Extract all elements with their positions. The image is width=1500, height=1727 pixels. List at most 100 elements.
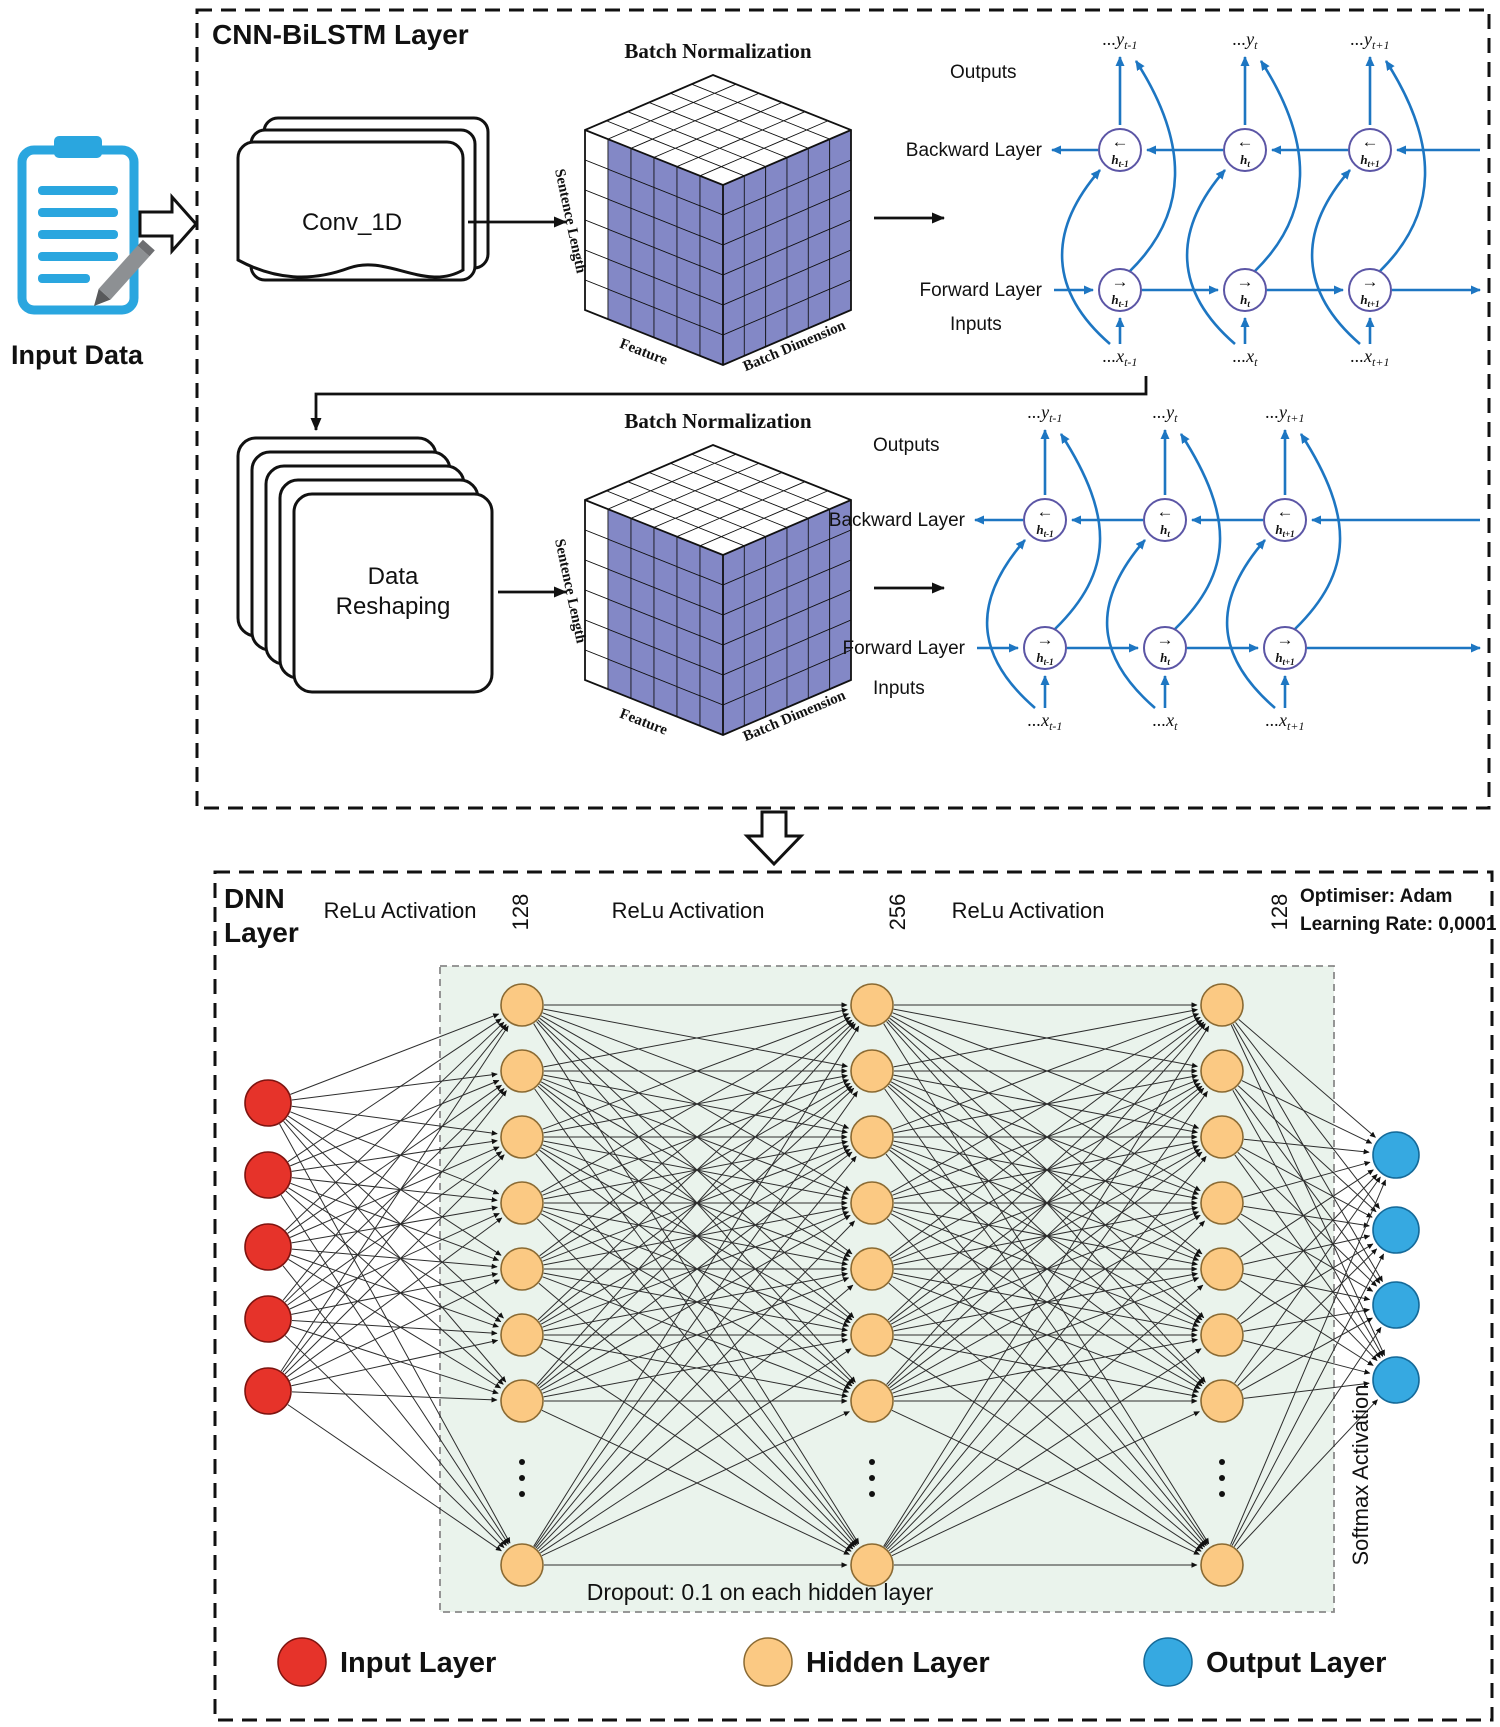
- input-seq-label: ...xt-1: [1028, 710, 1063, 733]
- network-edge: [1243, 1307, 1370, 1332]
- network-edge: [885, 1153, 1207, 1546]
- network-edge: [1238, 1019, 1376, 1138]
- network-edge: [287, 1217, 503, 1378]
- network-edge: [290, 1111, 500, 1195]
- forward-cell: [1098, 268, 1142, 312]
- cell-direction-arrow: →: [1362, 272, 1379, 291]
- network-edge: [890, 1147, 1201, 1324]
- network-edge: [1237, 1151, 1377, 1287]
- network-edge: [892, 1277, 1200, 1394]
- network-edge: [890, 1346, 1202, 1552]
- bilstm-curved-arrow: [1105, 539, 1156, 709]
- network-edge: [1243, 1234, 1371, 1265]
- network-edge: [1234, 1154, 1381, 1359]
- network-edge: [890, 1015, 1201, 1192]
- network-edge: [536, 1218, 855, 1548]
- ellipsis-dot: [1219, 1491, 1225, 1497]
- hidden-state-label: ht: [1160, 522, 1170, 539]
- hidden-node: [1200, 1181, 1244, 1225]
- network-edge: [893, 1139, 1198, 1200]
- network-edge: [291, 1320, 498, 1336]
- sheet-front: [292, 492, 494, 694]
- network-edge: [1243, 1273, 1371, 1302]
- network-edge: [1241, 1146, 1373, 1218]
- network-edge: [884, 1090, 1208, 1548]
- network-edge: [889, 1019, 1203, 1257]
- network-edge: [885, 1156, 1207, 1549]
- cell-direction-arrow: ←: [1362, 132, 1379, 151]
- network-edge: [290, 1013, 500, 1095]
- hidden-node: [500, 1115, 544, 1159]
- hidden-state-label: ht: [1160, 650, 1170, 667]
- bilstm-unit-2: ←ht-1→ht-1...yt-1...xt-1←ht→ht...yt...xt…: [829, 402, 1481, 733]
- input-seq-label: ...xt+1: [1351, 346, 1390, 369]
- ellipsis-dot: [869, 1491, 875, 1497]
- network-edge: [890, 1081, 1201, 1258]
- forward-cell: [1348, 268, 1392, 312]
- hidden-node: [850, 983, 894, 1027]
- forward-cell: [1263, 626, 1307, 670]
- backward-layer-label: Backward Layer: [829, 510, 966, 531]
- backward-layer-label: Backward Layer: [906, 140, 1043, 161]
- network-edge: [893, 1007, 1198, 1068]
- network-edge: [540, 1213, 851, 1390]
- network-edge: [537, 1021, 855, 1321]
- cube1-title: Batch Normalization: [624, 39, 812, 63]
- input-node: [244, 1367, 292, 1415]
- bilstm-unit-1: ←ht-1→ht-1...yt-1...xt-1←ht→ht...yt...xt…: [906, 29, 1481, 369]
- network-edge: [542, 1277, 850, 1394]
- dnn-title-line1: DNN: [224, 883, 285, 914]
- network-edge: [287, 1151, 503, 1306]
- forward-cell: [1143, 626, 1187, 670]
- hidden-node: [500, 1313, 544, 1357]
- hidden-node: [1200, 1049, 1244, 1093]
- network-edge: [282, 1090, 507, 1373]
- ellipsis-dot: [869, 1475, 875, 1481]
- network-edge: [893, 1205, 1198, 1266]
- network-edge: [282, 1024, 507, 1301]
- forward-cell: [1023, 626, 1067, 670]
- bilstm-curved-arrow: [1310, 169, 1361, 345]
- clipboard-clip: [54, 136, 102, 158]
- dropout-note: Dropout: 0.1 on each hidden layer: [587, 1579, 934, 1605]
- hidden-node: [850, 1247, 894, 1291]
- network-edge: [534, 1090, 858, 1548]
- legend-input-label: Input Layer: [340, 1647, 496, 1679]
- network-edge: [888, 1282, 1204, 1550]
- hidden-node: [500, 1049, 544, 1093]
- hidden-state-label: ht+1: [1275, 650, 1294, 667]
- network-edge: [537, 1087, 855, 1387]
- conv1d-label: Conv_1D: [302, 209, 402, 236]
- network-edge: [887, 1021, 1205, 1321]
- network-edge: [540, 1348, 852, 1554]
- hidden-state-label: ht-1: [1111, 292, 1128, 309]
- cell-direction-arrow: ←: [1237, 132, 1254, 151]
- bilstm-curved-arrow: [1254, 60, 1302, 272]
- input-data-icon: [17, 136, 155, 315]
- optimiser-line2: Learning Rate: 0,0001: [1300, 914, 1497, 935]
- hidden-node: [500, 1247, 544, 1291]
- network-edge: [890, 1348, 1202, 1554]
- output-seq-label: ...yt+1: [1266, 402, 1305, 425]
- network-edge: [543, 1205, 848, 1266]
- network-edge: [288, 1187, 502, 1323]
- network-edge: [290, 1080, 500, 1167]
- network-edge: [540, 1147, 851, 1324]
- reshape-label-line2: Reshaping: [336, 593, 451, 620]
- cell-direction-arrow: →: [1157, 630, 1174, 649]
- hidden-node: [500, 1379, 544, 1423]
- network-edge: [287, 1404, 502, 1552]
- layer-size-128-2: 128: [1267, 894, 1292, 931]
- network-edge: [539, 1151, 853, 1389]
- network-edge: [892, 1013, 1200, 1130]
- output-node: [1372, 1281, 1420, 1329]
- network-edge: [541, 1411, 850, 1557]
- input-flow-arrow: [138, 193, 199, 255]
- network-edge: [1243, 1138, 1370, 1155]
- legend-output-label: Output Layer: [1206, 1647, 1386, 1679]
- backward-cell: [1023, 498, 1067, 542]
- bilstm-curved-arrow: [1225, 539, 1276, 709]
- output-seq-label: ...yt-1: [1028, 402, 1063, 425]
- network-edge: [1237, 1218, 1378, 1362]
- outputs-row-label: Outputs: [950, 62, 1017, 83]
